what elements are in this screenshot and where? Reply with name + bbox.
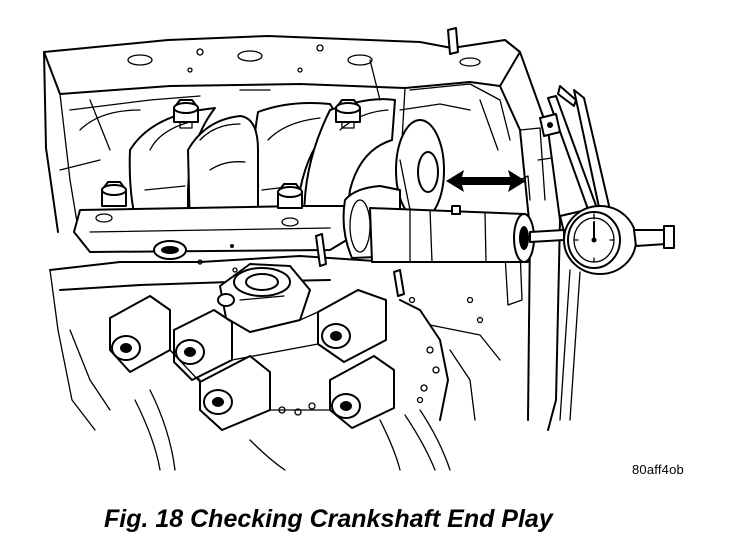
cap-bolt [335,99,361,129]
main-bearing-caps [73,98,396,260]
dial-indicator [529,85,675,421]
cap-bolt [101,181,127,207]
end-play-arrow [446,170,526,192]
block-detail [59,59,499,273]
cap-bolt [277,183,303,209]
figure-code: 80aff4ob [632,462,684,477]
lower-bosses [109,233,405,431]
cap-bolts [101,99,361,209]
engine-block [43,27,561,431]
crankshaft-snout [369,205,535,263]
figure-caption: Fig. 18 Checking Crankshaft End Play [104,505,553,533]
cap-bolt [173,99,199,129]
